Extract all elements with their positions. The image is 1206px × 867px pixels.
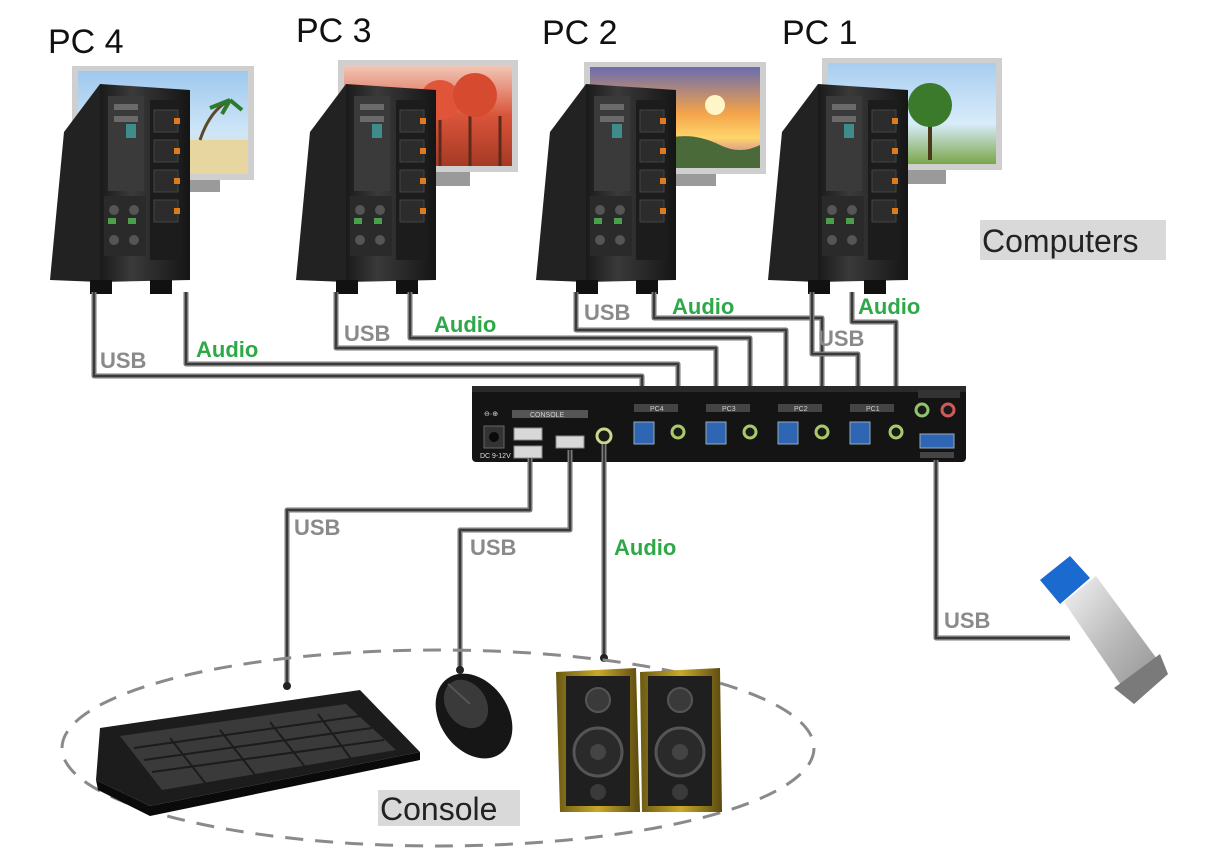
console-section-plate (512, 410, 588, 418)
keyboard-usb-label: USB (294, 515, 340, 540)
pc2-audio-port[interactable] (814, 424, 830, 440)
console-group-label: Console (380, 791, 497, 827)
power-jack: ⊖·⊕ DC 9-12V (480, 411, 511, 460)
pc1-tower-image (768, 84, 908, 294)
pc4-port-label: PC4 (650, 406, 664, 413)
pc1-audio-label: Audio (858, 294, 920, 319)
console-usb-port-1[interactable] (513, 427, 543, 441)
usb-hub-port[interactable] (919, 433, 955, 449)
kvm-switch: ⊖·⊕ DC 9-12V CONSOLE PC4 PC3 PC2 (472, 386, 966, 462)
mouse-usb-cable (457, 450, 573, 670)
svg-text:⊖·⊕: ⊖·⊕ (484, 411, 498, 418)
computers-group-label: Computers (982, 223, 1139, 259)
pc1-usb-label: USB (818, 326, 864, 351)
usb-flash-drive-image (1040, 556, 1168, 704)
speaker-left (556, 668, 640, 812)
pc2-audio-label: Audio (672, 294, 734, 319)
pc4-usb-label: USB (100, 348, 146, 373)
keyboard-image (96, 690, 420, 816)
pc3-audio-label: Audio (434, 312, 496, 337)
pc4-tower-image (50, 84, 190, 294)
pc3-port-label: PC3 (722, 406, 736, 413)
pc2-port-label: PC2 (794, 406, 808, 413)
pc2-computer (536, 62, 766, 294)
pc1-port-label: PC1 (866, 406, 880, 413)
pc1-usb-port[interactable] (849, 421, 871, 445)
speaker-audio-label: Audio (614, 535, 676, 560)
console-cables (284, 444, 1070, 686)
computers-group-label-bg (980, 220, 1166, 260)
pc3-usb-port[interactable] (705, 421, 727, 445)
pc3-label: PC 3 (296, 12, 372, 50)
microphone-port[interactable] (940, 402, 956, 418)
console-audio-port[interactable] (595, 427, 613, 445)
mouse-image (435, 673, 513, 759)
pc4-computer (50, 66, 254, 294)
speakers-image (556, 668, 722, 812)
pc2-usb-port[interactable] (777, 421, 799, 445)
pc2-ports: PC2 (777, 404, 830, 445)
pc1-audio-port[interactable] (888, 424, 904, 440)
speaker-right (640, 668, 722, 812)
pc2-usb-label: USB (584, 300, 630, 325)
pc3-audio-port[interactable] (742, 424, 758, 440)
pc1-ports: PC1 (849, 404, 904, 445)
console-group-outline (60, 648, 816, 848)
pc3-tower-image (296, 84, 436, 294)
pc4-usb-port[interactable] (633, 421, 655, 445)
pc1-label: PC 1 (782, 14, 858, 52)
console-port-label: CONSOLE (530, 412, 565, 419)
audio-icon-plate (918, 390, 960, 398)
pc4-label: PC 4 (48, 23, 124, 61)
pc4-audio-port[interactable] (670, 424, 686, 440)
console-usb-port-2[interactable] (513, 445, 543, 459)
pc3-usb-label: USB (344, 321, 390, 346)
pc4-ports: PC4 (633, 404, 686, 445)
console-group-label-bg (378, 790, 520, 826)
pc4-audio-label: Audio (196, 337, 258, 362)
pc3-ports: PC3 (705, 404, 758, 445)
pc1-computer (768, 58, 1002, 294)
console-usb-port-3[interactable] (555, 435, 585, 449)
flash-drive-usb-label: USB (944, 608, 990, 633)
headset-audio-port[interactable] (914, 402, 930, 418)
mouse-usb-label: USB (470, 535, 516, 560)
power-label: DC 9-12V (480, 453, 511, 460)
pc3-computer (296, 60, 518, 294)
pc2-tower-image (536, 84, 676, 294)
pc2-label: PC 2 (542, 14, 618, 52)
